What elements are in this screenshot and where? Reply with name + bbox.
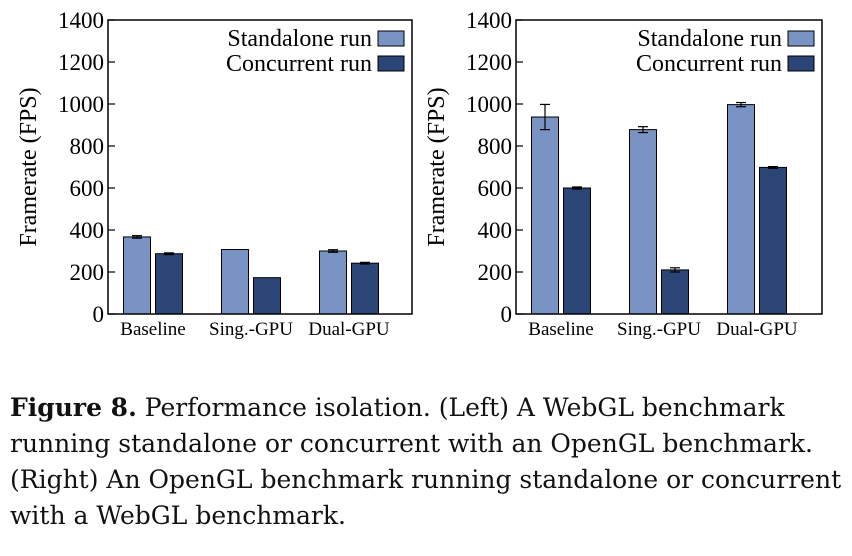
legend-label-standalone: Standalone run: [227, 26, 372, 52]
bar-concurrent-sing-gpu: [253, 277, 281, 315]
y-tick-label: 400: [478, 218, 513, 243]
y-tick-label: 1000: [466, 92, 512, 117]
bar-concurrent-sing-gpu: [661, 269, 689, 315]
y-tick-label: 1200: [466, 50, 512, 75]
y-tick-label: 200: [70, 260, 105, 285]
bar-concurrent-baseline: [563, 187, 591, 315]
x-tick-label: Dual-GPU: [308, 319, 390, 340]
bar-standalone-dual-gpu: [727, 104, 755, 315]
x-tick-label: Sing.-GPU: [617, 319, 701, 340]
y-tick-label: 200: [478, 260, 513, 285]
x-tick-label: Baseline: [120, 319, 185, 340]
y-tick-label: 0: [93, 302, 105, 327]
bar-standalone-dual-gpu: [319, 250, 347, 315]
bar-concurrent-baseline: [155, 253, 183, 315]
bar-standalone-sing-gpu: [221, 249, 249, 315]
y-tick-label: 800: [70, 134, 105, 159]
legend-label-standalone: Standalone run: [637, 26, 782, 52]
y-tick-label: 1000: [58, 92, 104, 117]
y-axis-label: Framerate (FPS): [16, 87, 42, 246]
y-tick-label: 1400: [466, 8, 512, 33]
y-tick-label: 800: [478, 134, 513, 159]
legend-swatch-standalone: [787, 30, 815, 47]
bar-concurrent-dual-gpu: [759, 166, 787, 315]
bar-standalone-sing-gpu: [629, 129, 657, 315]
chart-panel-left: Baseline Sing.-GPU Dual-GPU 0 200 400 600 800 10…: [16, 8, 413, 340]
bar-standalone-baseline: [123, 236, 151, 315]
legend-label-concurrent: Concurrent run: [226, 51, 372, 77]
caption-label: Figure 8.: [10, 393, 137, 422]
y-tick-label: 600: [70, 176, 105, 201]
y-tick-label: 1200: [58, 50, 104, 75]
y-axis-label: Framerate (FPS): [424, 87, 450, 246]
x-tick-label: Sing.-GPU: [209, 319, 293, 340]
y-tick-label: 600: [478, 176, 513, 201]
y-tick-label: 400: [70, 218, 105, 243]
plot-frame: [107, 19, 413, 315]
legend-swatch-standalone: [377, 30, 405, 47]
caption-text: Performance isolation. (Left) A WebGL be…: [10, 393, 842, 530]
legend-swatch-concurrent: [787, 55, 815, 72]
bar-standalone-baseline: [531, 116, 559, 315]
legend-swatch-concurrent: [377, 55, 405, 72]
x-tick-label: Baseline: [528, 319, 593, 340]
bar-concurrent-dual-gpu: [351, 262, 379, 315]
figure-caption: Figure 8. Performance isolation. (Left) …: [10, 390, 846, 534]
chart-panel-right: Baseline Sing.-GPU Dual-GPU 0 200 400 600 800 10…: [424, 8, 823, 340]
y-tick-label: 1400: [58, 8, 104, 33]
y-tick-label: 0: [501, 302, 513, 327]
plot-frame: [515, 19, 823, 315]
x-tick-label: Dual-GPU: [716, 319, 798, 340]
legend-label-concurrent: Concurrent run: [636, 51, 782, 77]
